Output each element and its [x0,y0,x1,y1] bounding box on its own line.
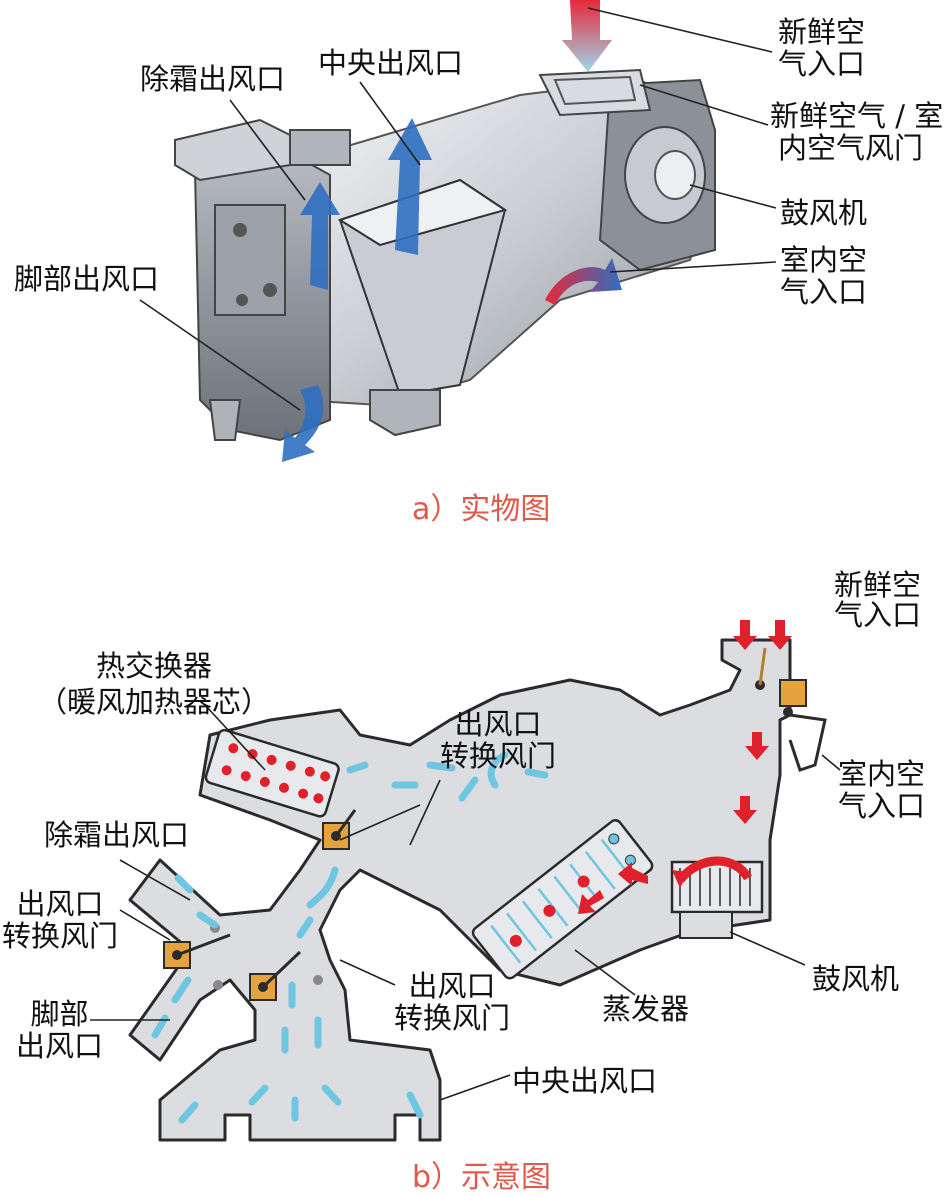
cool-air-arrows [151,751,549,1124]
fresh-recirc-door [779,679,807,707]
label-foot-outlet-b: 脚部 出风口 [16,997,104,1063]
foot-outlet-arrow [282,385,324,462]
caption-b: b）示意图 [412,1160,552,1195]
center-outlet-arrow [388,118,432,255]
recirc-air-arrow [545,258,622,305]
doors [163,647,807,1001]
hot-air-arrows [578,620,792,914]
label-foot-outlet-a: 脚部出风口 [14,262,160,296]
label-outlet-door-left: 出风口 转换风门 [2,887,119,953]
label-recirc-inlet-b: 室内空 气入口 [838,757,926,823]
hvac-schematic [90,620,841,1142]
fresh-air-arrow [562,0,612,72]
defrost-outlet-arrow [300,182,340,290]
label-center-outlet-a: 中央出风口 [318,46,464,80]
label-outlet-door-top: 出风口 转换风门 [440,707,557,773]
heater-core [204,728,340,818]
blower-unit [670,856,764,939]
label-outlet-door-mid: 出风口 转换风门 [394,969,511,1035]
recirc-flap [788,713,827,772]
label-blower-b: 鼓风机 [812,962,900,996]
label-recirc-inlet-a: 室内空 气入口 [780,243,868,309]
label-fresh-air-inlet-a: 新鲜空 气入口 [778,15,866,81]
label-fresh-air-inlet-b: 新鲜空 气入口 [834,568,922,632]
caption-a: a）实物图 [412,492,551,527]
label-defrost-outlet-b: 除霜出风口 [44,818,190,852]
label-heater-core: 热交换器 （暖风加热器芯） [38,649,271,719]
evaporator [471,819,654,980]
label-fresh-recirc-door-a: 新鲜空气 / 室 内空气风门 [770,99,944,165]
label-evaporator: 蒸发器 [602,992,690,1026]
hvac-unit-photo [0,0,948,480]
label-center-outlet-b: 中央出风口 [512,1064,658,1098]
label-defrost-outlet-a: 除霜出风口 [140,62,286,96]
label-blower-a: 鼓风机 [780,196,868,230]
